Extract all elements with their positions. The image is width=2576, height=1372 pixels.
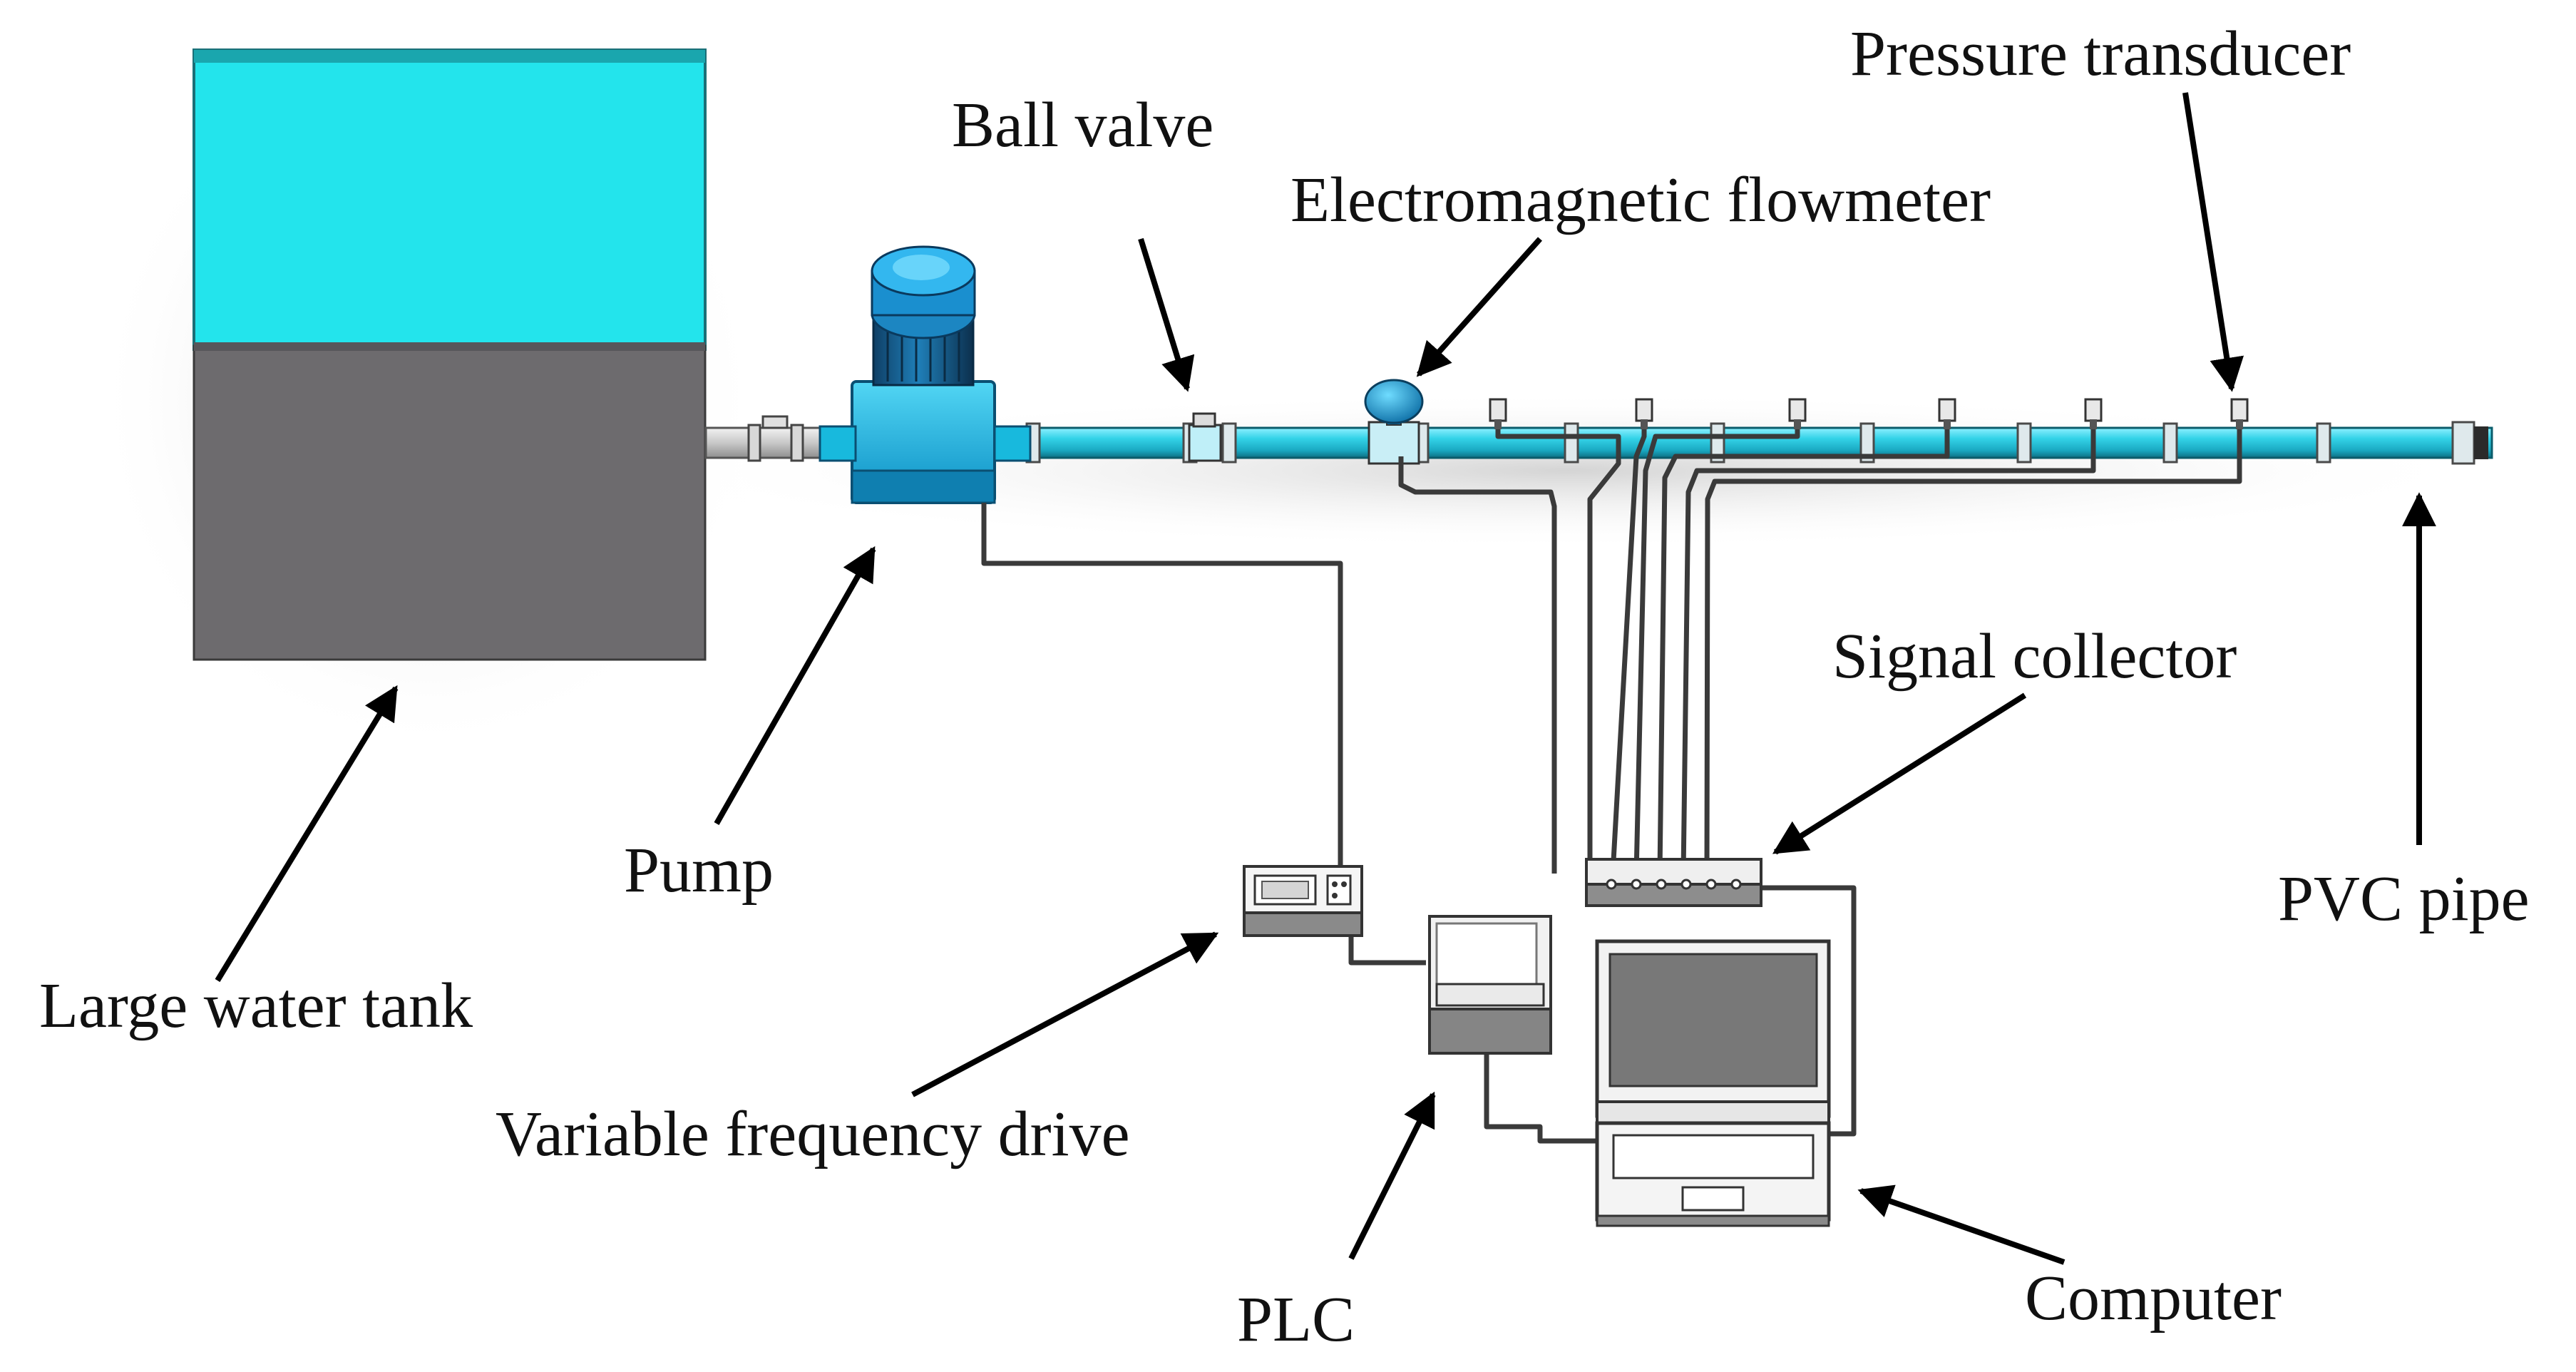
transducer-3 [1788, 398, 1807, 429]
label-vfd: Variable frequency drive [496, 1099, 1130, 1169]
arrow-ball-valve [1138, 237, 1195, 392]
plc-computer-wire [1484, 1048, 1626, 1144]
vfd-plc-wire [1348, 934, 1426, 966]
transducer-1 [1489, 398, 1507, 429]
pump [819, 245, 1032, 504]
label-ball-valve: Ball valve [952, 90, 1213, 160]
label-transducer: Pressure transducer [1850, 19, 2351, 89]
arrow-computer [1857, 1184, 2066, 1265]
pump-vfd-wire [981, 503, 1343, 874]
label-tank: Large water tank [39, 971, 473, 1041]
large-water-tank [193, 48, 707, 661]
electromagnetic-flowmeter [1364, 379, 1424, 465]
label-flowmeter: Electromagnetic flowmeter [1290, 165, 1991, 235]
arrow-signal-collector [1772, 692, 2027, 855]
transducer-2 [1635, 398, 1653, 429]
arrow-tank [215, 685, 399, 983]
plc [1428, 915, 1552, 1055]
label-pvc-pipe: PVC pipe [2278, 864, 2530, 934]
collector-computer-wire [1757, 885, 1857, 1137]
arrow-vfd [911, 931, 1219, 1097]
pressure-transducers [1489, 398, 2249, 429]
label-computer: Computer [2025, 1263, 2282, 1333]
transducer-5 [2084, 398, 2103, 429]
variable-frequency-drive [1243, 865, 1363, 937]
labels: Large water tank Pump Ball valve Electro… [39, 19, 2530, 1355]
signal-collector [1585, 858, 1762, 907]
transducer-6 [2230, 398, 2249, 429]
arrow-pump [714, 546, 876, 825]
arrow-transducer [2182, 92, 2244, 392]
transducer-4 [1938, 398, 1956, 429]
ball-valve [1188, 412, 1222, 462]
signal-wires [1398, 429, 2242, 874]
label-signal-collector: Signal collector [1832, 621, 2237, 692]
arrow-flowmeter [1416, 237, 1542, 377]
computer [1595, 939, 1831, 1227]
arrow-plc [1348, 1091, 1436, 1260]
callout-arrows [215, 92, 2436, 1265]
label-plc: PLC [1237, 1284, 1355, 1355]
label-pump: Pump [624, 835, 774, 906]
